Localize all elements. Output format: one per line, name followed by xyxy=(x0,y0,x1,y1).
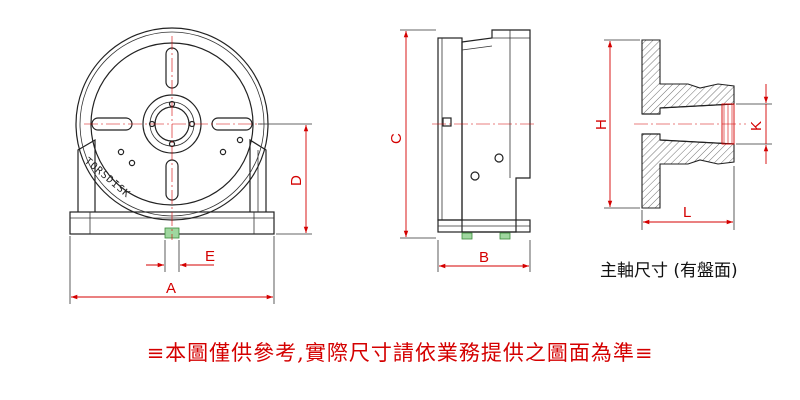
dimension-label-b: B xyxy=(479,249,489,266)
dimension-a: A xyxy=(69,236,275,304)
dimension-label-k: K xyxy=(748,121,765,131)
dimension-l: L xyxy=(641,166,735,230)
dimension-label-l: L xyxy=(683,204,691,221)
dimension-b: B xyxy=(437,240,531,272)
dimension-label-d: D xyxy=(288,175,305,186)
spindle-caption: 主軸尺寸 (有盤面) xyxy=(600,261,738,281)
dimension-e: E xyxy=(146,240,215,272)
dimension-h: H xyxy=(593,39,640,209)
dimension-c: C xyxy=(388,29,436,239)
dimension-label-a: A xyxy=(166,280,176,297)
dimension-label-c: C xyxy=(388,133,405,144)
front-view: TORSDISK xyxy=(69,27,275,240)
brand-text: TORSDISK xyxy=(82,156,132,201)
dimension-d: D xyxy=(258,123,312,235)
disclaimer-note: ≡本圖僅供參考,實際尺寸請依業務提供之圖面為準≡ xyxy=(146,341,654,365)
side-view xyxy=(432,29,536,240)
dimension-label-e: E xyxy=(205,248,215,265)
dimension-k: K xyxy=(736,84,772,164)
spindle-section-view xyxy=(634,39,746,209)
dimension-label-h: H xyxy=(593,119,610,130)
